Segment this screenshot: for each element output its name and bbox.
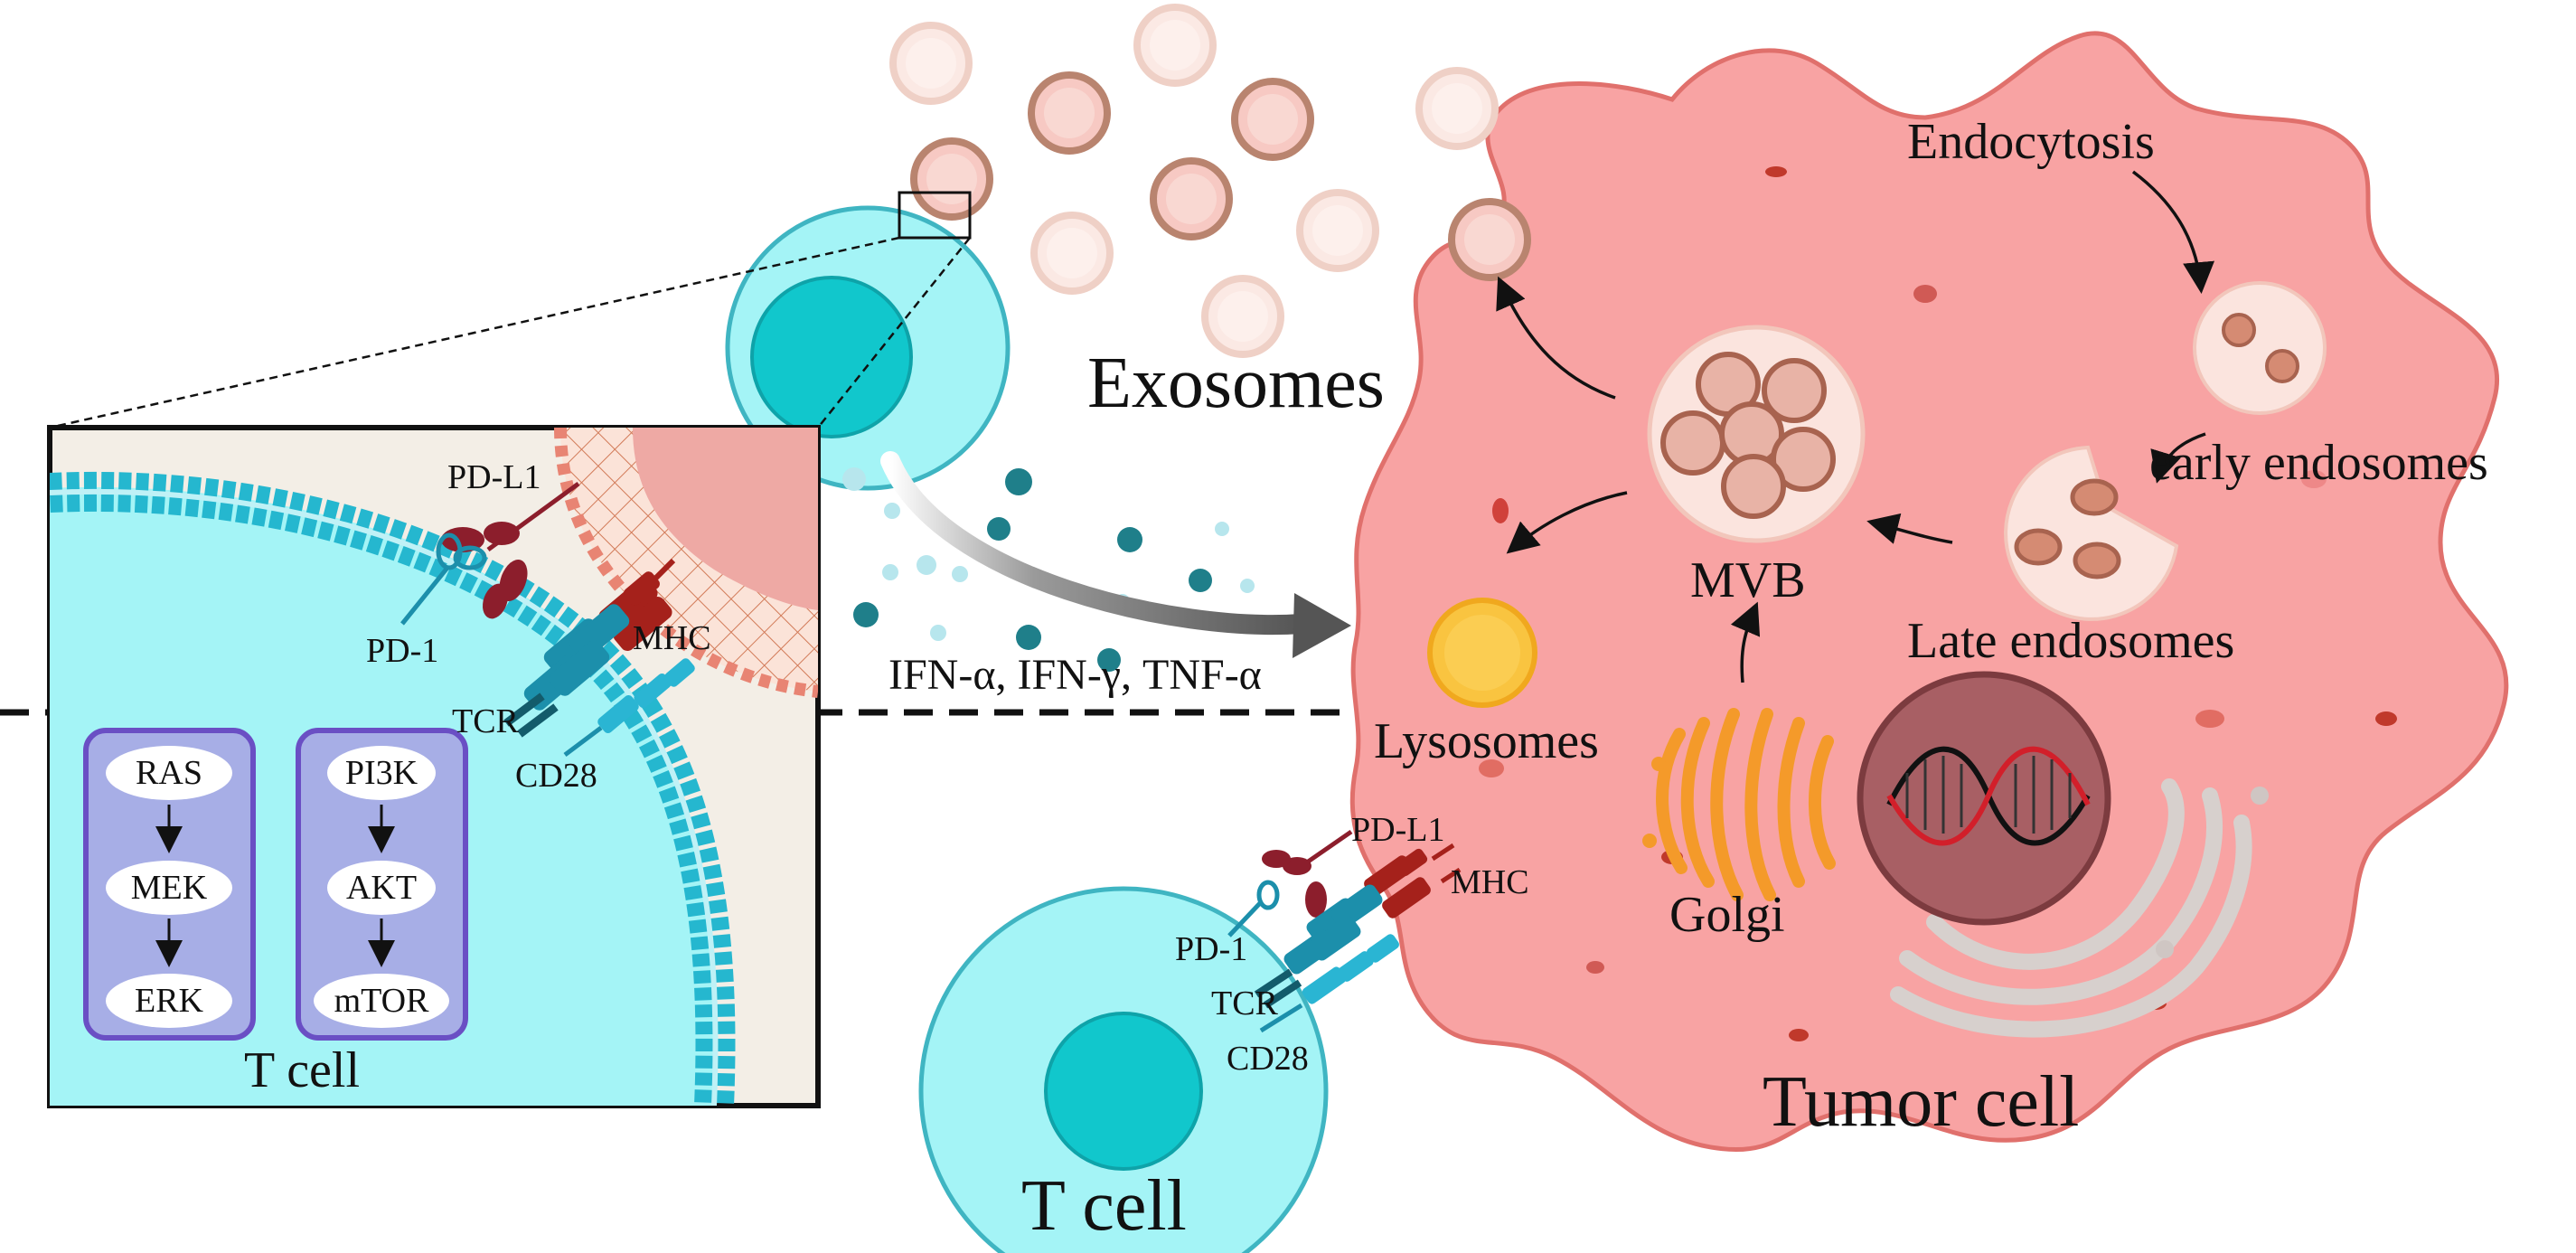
- pathway-erk: ERK: [135, 982, 204, 1020]
- early-endosome: [2193, 281, 2327, 415]
- label-mvb: MVB: [1690, 552, 1806, 608]
- cytokine-particles: [842, 467, 1255, 672]
- process-arrows: [1496, 170, 2215, 683]
- pd-1-molecule: [1227, 880, 1280, 937]
- pathway-mek: MEK: [131, 869, 208, 907]
- organelle-fragment: [1913, 285, 1937, 303]
- cytokine-arrow-head: [1293, 593, 1351, 658]
- arrow-golgi-to-mvb: [1730, 601, 1761, 683]
- inset-label-pd-l1: PD-L1: [447, 458, 541, 496]
- t-cell-bottom: [918, 886, 1329, 1253]
- label-t-cell-bottom: T cell: [1021, 1166, 1187, 1246]
- tcr-molecule: [1254, 884, 1383, 1009]
- tumor-cell-body: [1349, 31, 2509, 1152]
- label-cytokines: IFN-α, IFN-γ, TNF-α: [888, 651, 1262, 699]
- cd28-molecule: [1259, 934, 1399, 1033]
- mvb: [1647, 325, 1866, 543]
- synapse-label-tcr: TCR: [1211, 984, 1279, 1022]
- organelle-fragment: [1586, 961, 1604, 974]
- inset-label-pd-1: PD-1: [366, 632, 438, 670]
- pathway-pi3k: PI3K: [345, 754, 418, 792]
- mhc-molecule: [1364, 843, 1462, 919]
- label-late-endosomes: Late endosomes: [1907, 613, 2234, 669]
- nucleus: [1857, 671, 2111, 926]
- tumor-cell: [1349, 31, 2509, 1152]
- er-vesicles: [2156, 787, 2269, 958]
- exosome: [1133, 4, 1217, 87]
- synapse-label-mhc: MHC: [1451, 863, 1529, 901]
- pathway-box-ras: [83, 728, 256, 1041]
- zoom-region-box: [898, 191, 972, 240]
- inset-pd-1: [400, 532, 487, 626]
- label-golgi: Golgi: [1669, 887, 1785, 943]
- lysosome: [1427, 598, 1537, 708]
- exosome: [1231, 78, 1314, 161]
- exosome: [1030, 212, 1114, 295]
- cytokine-arrow: [880, 451, 1312, 636]
- pathway-ras: RAS: [136, 754, 202, 792]
- label-exosomes: Exosomes: [1087, 344, 1385, 423]
- inset-label-mhc: MHC: [633, 619, 711, 657]
- synapse-molecules: [1227, 829, 1462, 1033]
- inset-tcr: [503, 604, 630, 738]
- organelle-fragment: [1492, 498, 1509, 523]
- exosome: [889, 22, 973, 105]
- synapse-label-cd28: CD28: [1227, 1040, 1309, 1078]
- pathway-mtor: mTOR: [334, 982, 430, 1020]
- exosome: [910, 137, 993, 221]
- label-lysosomes: Lysosomes: [1374, 713, 1599, 769]
- exosome: [1296, 189, 1379, 272]
- inset-label-t-cell: T cell: [244, 1042, 360, 1098]
- organelle-fragment: [2195, 710, 2224, 728]
- t-cell-top: [725, 191, 1011, 491]
- synapse-label-pd-1: PD-1: [1175, 930, 1247, 968]
- pd-l1-molecule: [1262, 829, 1353, 918]
- synapse-label-pd-l1: PD-L1: [1351, 811, 1444, 849]
- late-endosome: [2004, 445, 2179, 621]
- organelle-fragment: [1765, 166, 1787, 177]
- label-early-endosomes: early endosomes: [2149, 435, 2488, 491]
- endoplasmic-reticulum: [1890, 778, 2252, 1038]
- organelle-fragment: [1789, 1029, 1809, 1041]
- inset-label-tcr: TCR: [452, 702, 520, 740]
- golgi-apparatus: [1642, 708, 1836, 901]
- arrow-mvb-to-exosome: [1496, 276, 1616, 400]
- exosome: [1150, 157, 1233, 240]
- pathway-akt: AKT: [346, 869, 417, 907]
- arrow-mvb-to-lysosome: [1506, 491, 1628, 554]
- exosome-cluster: [889, 4, 1531, 358]
- zoom-line: [49, 236, 900, 429]
- arrow-late-to-mvb: [1866, 513, 1953, 544]
- exosome: [1201, 275, 1284, 358]
- organelle-fragment: [2301, 470, 2327, 488]
- arrow-endocytosis: [2131, 170, 2215, 294]
- exosome: [1028, 71, 1111, 155]
- inset-panel: [47, 425, 821, 1108]
- exosome: [1448, 198, 1531, 281]
- inset-label-cd28: CD28: [515, 757, 597, 795]
- organelle-fragment: [1479, 759, 1504, 777]
- organelle-fragment: [2375, 711, 2397, 726]
- arrow-early-to-late: [2150, 432, 2206, 484]
- exosome: [1415, 67, 1499, 150]
- pathway-box-pi3k: [296, 728, 468, 1041]
- label-tumor-cell: Tumor cell: [1763, 1062, 2079, 1142]
- label-endocytosis: Endocytosis: [1907, 114, 2155, 170]
- inset-cd28: [563, 658, 695, 757]
